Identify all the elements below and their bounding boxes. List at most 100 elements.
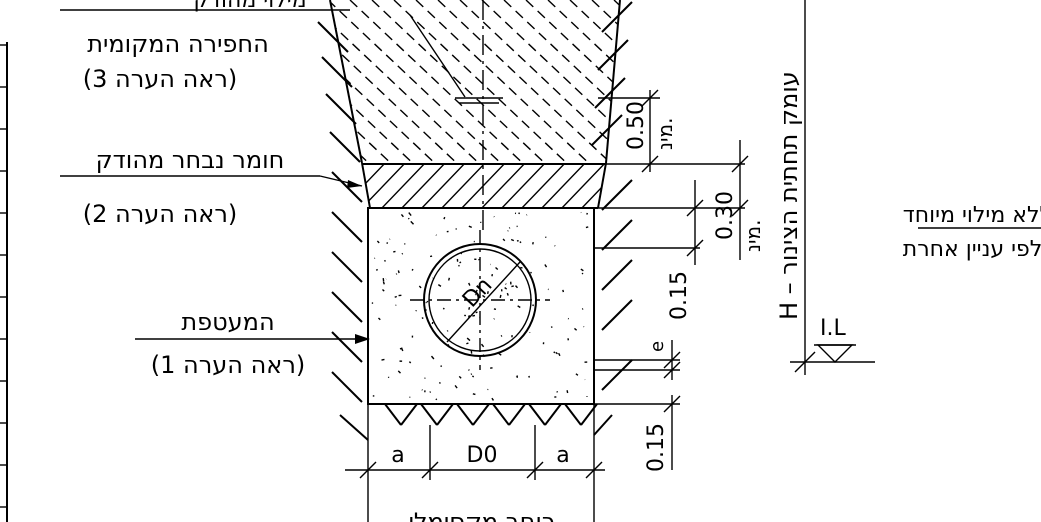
hatch-line (481, 0, 620, 163)
hatch-line (466, 337, 471, 342)
hatch-line (330, 0, 399, 163)
hatch-line (437, 284, 442, 287)
hatch-line (381, 358, 385, 361)
hatch-line (407, 217, 410, 220)
hatch-line (510, 238, 515, 242)
hatch-line (680, 0, 860, 170)
hatch-line (410, 220, 415, 225)
hatch-line (399, 165, 449, 208)
hatch-line (400, 403, 418, 426)
hatch-line (458, 264, 460, 267)
hatch-line (539, 165, 589, 208)
hatch-line (411, 268, 414, 271)
hatch-line (331, 291, 363, 323)
hatch-line (599, 165, 606, 208)
dim-a-left: a (391, 443, 404, 468)
dim-d0: D0 (467, 443, 498, 468)
hatch-line (530, 271, 532, 274)
label-note-1: (ראה הערה 1) (151, 351, 306, 379)
hatch-line (401, 252, 404, 255)
label-selected-material: חומר נבחר מהודק (96, 146, 285, 174)
hatch-line (517, 305, 521, 309)
bottom-width-label: רוחב מקסימלי (409, 508, 556, 522)
hatch-line (466, 342, 469, 345)
hatch-line (460, 252, 463, 255)
dim-030: 0.30 (713, 191, 738, 240)
hatch-line (443, 216, 446, 220)
hatch-line (597, 39, 629, 71)
right-text-line-1: ללא מילוי מיוחד (903, 203, 1041, 228)
hatch-line (459, 165, 509, 208)
hatch-line (408, 212, 412, 216)
hatch-line (525, 0, 620, 163)
hatch-line (397, 270, 400, 274)
hatch-line (601, 1, 633, 33)
hatch-line (330, 0, 443, 163)
hatch-line (442, 307, 445, 310)
right-text-line-2: או לפי עניין אחרת (903, 237, 1041, 262)
hatch-line (393, 0, 575, 163)
hatch-line (574, 327, 578, 331)
hatch-line (448, 277, 451, 281)
hatch-line (601, 219, 633, 251)
label-top-fill: מילוי מהודק (193, 0, 306, 13)
hatch-line (330, 0, 509, 163)
hatch-line (339, 414, 369, 441)
hatch-line (394, 295, 397, 298)
hatch-line (458, 375, 462, 379)
hatch-line (329, 131, 361, 163)
hatch-line (514, 285, 519, 289)
hatch-line (475, 311, 478, 314)
local-fill-hatch (0, 0, 860, 170)
hatch-line (491, 397, 495, 401)
hatch-line (547, 0, 620, 163)
hatch-line (377, 317, 381, 321)
dim-050: 0.50 (624, 101, 649, 150)
dim-min-2: מינ. (741, 220, 765, 252)
hatch-line (579, 165, 606, 208)
bottom-dimensions (345, 404, 605, 522)
hatch-line (362, 165, 389, 208)
hatch-line (569, 0, 620, 163)
hatch-line (446, 330, 449, 332)
hatch-line (503, 0, 620, 163)
hatch-line (408, 361, 412, 364)
dim-015-lower: 0.15 (644, 423, 669, 472)
hatch-line (331, 331, 363, 363)
soil-hatch (317, 1, 633, 441)
hatch-line (439, 165, 489, 208)
label-envelope: המעטפת (181, 308, 274, 336)
hatch-line (593, 414, 613, 436)
hatch-line (480, 343, 485, 348)
hatch-line (421, 317, 424, 319)
hatch-line (658, 0, 838, 170)
pipe-dn-label: Dn (458, 273, 497, 313)
hatch-line (426, 300, 429, 303)
hatch-line (325, 93, 357, 125)
hatch-line (425, 301, 427, 304)
hatch-line (418, 285, 422, 289)
hatch-line (419, 165, 469, 208)
hatch-line (459, 261, 462, 264)
hatch-line (468, 369, 470, 371)
hatch-line (371, 0, 553, 163)
hatch-line (472, 403, 490, 426)
hatch-line (475, 289, 478, 293)
hatch-line (0, 0, 90, 170)
hatch-line (594, 77, 626, 109)
dim-e: e (647, 341, 668, 352)
hatch-line (528, 403, 546, 426)
hatch-line (0, 0, 24, 170)
compacted-layer-hatch (362, 165, 606, 208)
hatch-line (499, 294, 502, 299)
hatch-line (330, 0, 465, 163)
envelope-speckle (371, 211, 589, 401)
hatch-line (601, 359, 633, 391)
hatch-line (581, 272, 584, 275)
hatch-line (472, 314, 476, 317)
hatch-line (331, 211, 363, 243)
hatch-line (504, 286, 508, 290)
hatch-line (317, 21, 349, 53)
hatch-line (559, 165, 606, 208)
hatch-line (0, 0, 68, 170)
